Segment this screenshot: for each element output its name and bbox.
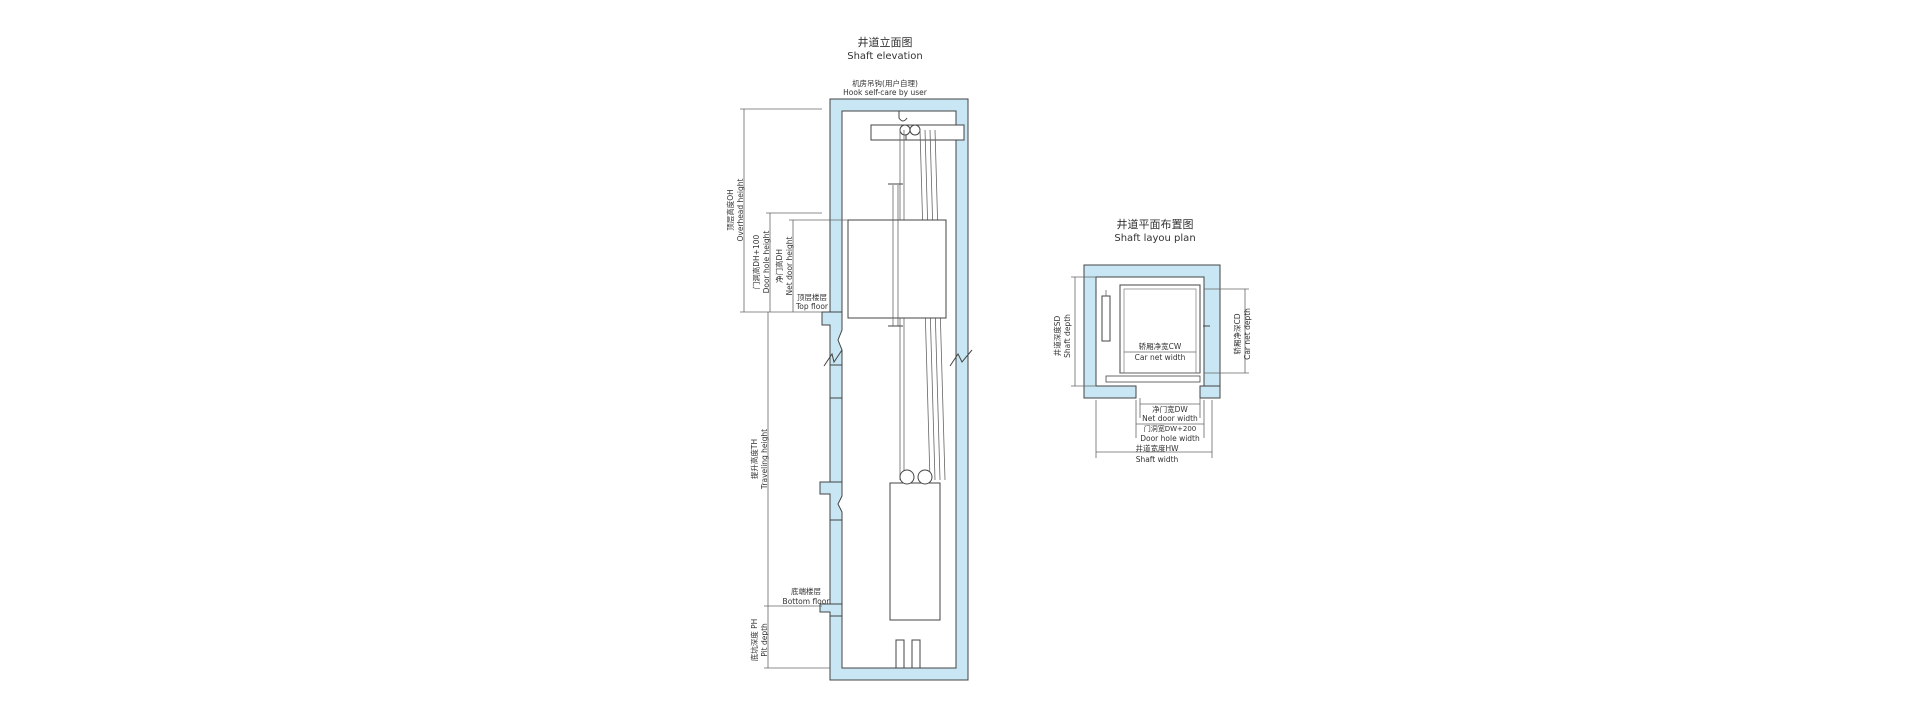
shaft-width-label-zh: 井道宽度HW xyxy=(1135,443,1179,453)
hook xyxy=(898,111,908,122)
overhead-label-en: Overhead height xyxy=(736,178,745,241)
elevation-title-zh: 井道立面图 xyxy=(858,35,913,49)
net-door-width-label-en: Net door width xyxy=(1142,414,1198,423)
elevation-dimensions xyxy=(740,108,848,669)
hook-label-en: Hook self-care by user xyxy=(843,88,928,97)
plan-wall-right-jamb xyxy=(1199,385,1221,399)
wall-segment-middle xyxy=(829,397,843,483)
counterweight-sheave-2 xyxy=(917,469,933,485)
break-line-left xyxy=(823,349,843,367)
pit-depth-label-en: Pit depth xyxy=(760,623,769,657)
elevation-title-en: Shaft elevation xyxy=(847,51,923,62)
shaft-elevation: 井道立面图 Shaft elevation 机房吊钩(用户自理) Hook se… xyxy=(725,35,973,681)
wall-segment-upper xyxy=(829,364,843,404)
top-floor-slab xyxy=(821,311,843,366)
door-hole-width-label-zh: 门洞宽DW+200 xyxy=(1144,424,1197,433)
mid-floor-slab xyxy=(819,481,843,521)
overhead-label-zh: 顶层高度OH xyxy=(725,189,735,231)
shaft-width-label-en: Shaft width xyxy=(1136,455,1179,464)
counterweight xyxy=(889,482,941,621)
bottom-floor-label-zh: 底端楼层 xyxy=(791,586,821,596)
travel-height-label-zh: 提升高度TH xyxy=(749,439,759,479)
travel-height-label-en: Traveling height xyxy=(760,429,769,490)
wall-segment-lower xyxy=(829,519,843,607)
buffer-2 xyxy=(911,639,921,669)
car-width-label-zh: 轿厢净宽CW xyxy=(1139,341,1182,351)
buffer-1 xyxy=(895,639,905,669)
pit-depth-label-zh: 底坑深度 PH xyxy=(749,619,759,662)
car-width-label-en: Car net width xyxy=(1135,353,1186,362)
break-line-right xyxy=(949,349,973,367)
elevator-car xyxy=(847,219,947,319)
doorhole-height-label-zh: 门洞高DH+100 xyxy=(751,235,761,290)
bottom-floor-label-en: Bottom floor xyxy=(783,597,831,606)
hook-label-zh: 机房吊钩(用户自理) xyxy=(852,78,918,88)
doorhole-height-label-en: Door hole height xyxy=(762,231,771,294)
landing-door xyxy=(1105,375,1201,383)
bottom-floor-slab xyxy=(819,603,843,617)
diverter-sheave xyxy=(909,124,921,136)
traction-sheave xyxy=(899,124,911,136)
plan-title-en: Shaft layou plan xyxy=(1114,233,1195,244)
netdoor-height-label-en: Net door height xyxy=(785,237,794,296)
shaft-plan: 井道平面布置图 Shaft layou plan 轿厢净宽CW Car net … xyxy=(1052,217,1252,464)
net-door-width-label-zh: 净门宽DW xyxy=(1152,404,1188,414)
car-depth-label-zh: 轿厢净深CD xyxy=(1232,313,1242,354)
plan-dimensions xyxy=(1071,276,1249,458)
counterweight-sheave-1 xyxy=(899,469,915,485)
plan-counterweight xyxy=(1101,295,1111,342)
car-depth-label-en: Car net depth xyxy=(1243,308,1252,360)
top-floor-label-zh: 顶层楼层 xyxy=(797,292,827,302)
door-hole-width-label-en: Door hole width xyxy=(1140,434,1200,443)
plan-car xyxy=(1119,284,1201,374)
netdoor-height-label-zh: 净门高DH xyxy=(774,249,784,283)
plan-title-zh: 井道平面布置图 xyxy=(1117,217,1194,231)
shaft-depth-label-zh: 井道深度SD xyxy=(1052,316,1062,357)
shaft-depth-label-en: Shaft depth xyxy=(1063,314,1072,358)
top-floor-label-en: Top floor xyxy=(795,302,829,311)
